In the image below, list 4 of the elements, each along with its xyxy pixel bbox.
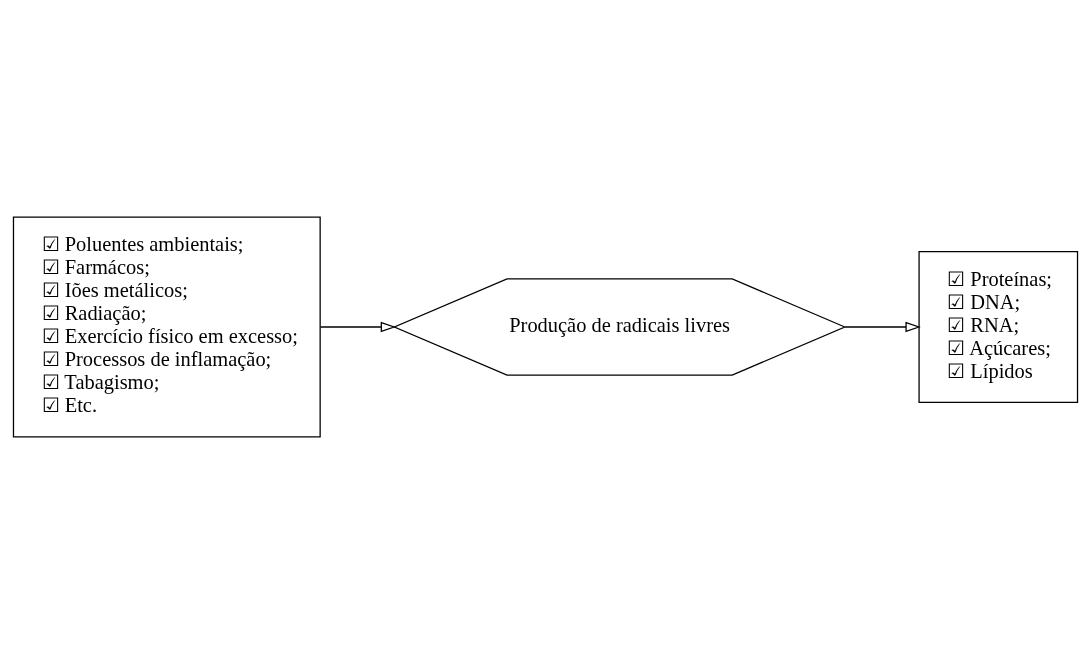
node-box: ☑ Proteínas; ☑ DNA; ☑ RNA; ☑ Açúcares; ☑ Lípidos [918, 250, 1079, 403]
node-box: ☑ Poluentes ambientais; ☑ Farmácos; ☑ Iões metálicos; ☑ Radiação; ☑ Exercício físico em excesso; ☑ Processos de inflamação; ☑ Tabagismo; ☑ Etc. [12, 215, 321, 438]
arrow [844, 321, 921, 332]
arrow [319, 321, 397, 332]
